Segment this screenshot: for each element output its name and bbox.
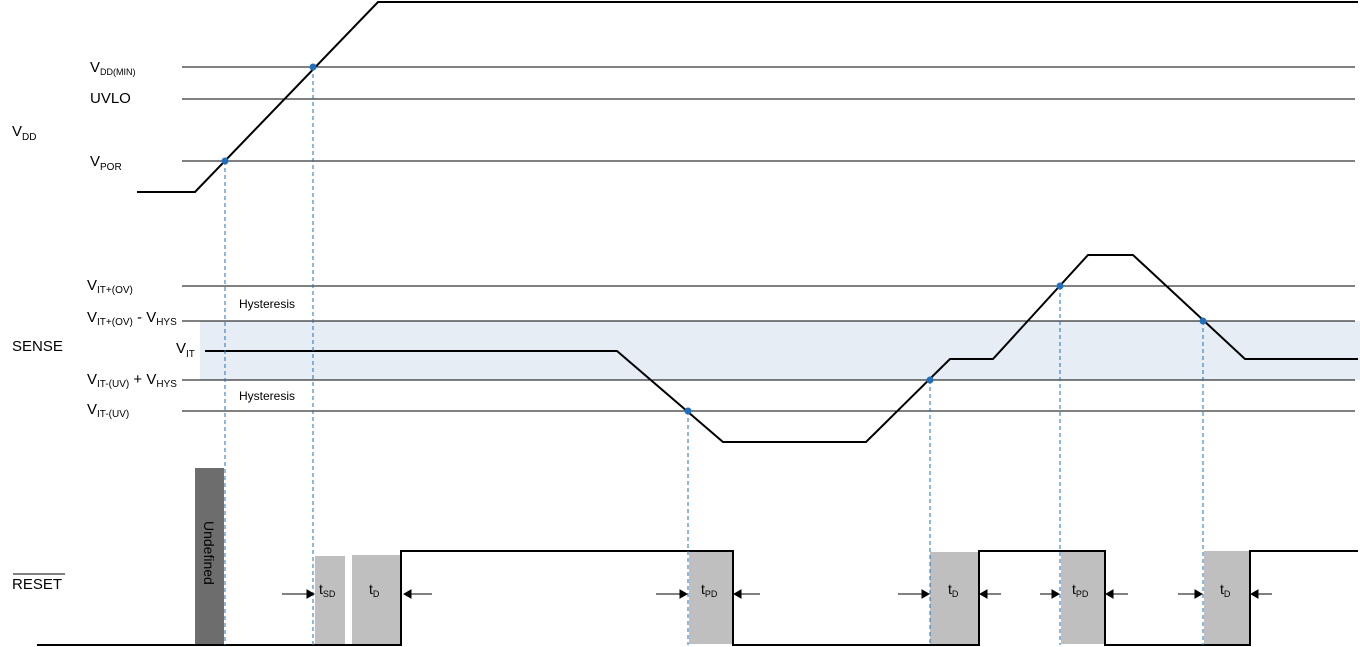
marker-dot-vit-uv <box>684 407 692 415</box>
t-pd-block-1 <box>689 551 733 644</box>
t-d-block-1 <box>352 555 400 644</box>
vpor-label: VPOR <box>90 153 122 173</box>
reset-waveform <box>37 550 1358 646</box>
t-d-block-3 <box>1204 551 1250 644</box>
marker-dot-vdd-min <box>309 63 317 71</box>
vdd-waveform <box>137 0 1358 193</box>
t-sd-label: tSD <box>319 581 336 599</box>
sense-group-label: SENSE <box>12 338 63 355</box>
hysteresis-lower-label: Hysteresis <box>239 389 295 403</box>
t-pd-block-2 <box>1061 551 1105 644</box>
t-d-block-2 <box>930 552 978 644</box>
t-d-label-3: tD <box>1220 581 1231 599</box>
t-pd-label-1: tPD <box>701 581 718 599</box>
marker-dot-vpor <box>221 157 229 165</box>
vdd-min-label: VDD(MIN) <box>90 59 136 77</box>
marker-dot-vit-ov-hys <box>1199 317 1207 325</box>
undefined-block <box>195 468 224 644</box>
uvlo-label: UVLO <box>90 90 131 107</box>
marker-dot-vit-ov <box>1056 282 1064 290</box>
vit-minus-uv-label: VIT-(UV) <box>87 401 129 420</box>
t-d-label-2: tD <box>948 581 959 599</box>
t-sd-block <box>315 556 345 644</box>
vit-plus-ov-minus-hys-label: VIT+(OV) - VHYS <box>87 309 177 328</box>
vit-plus-ov-label: VIT+(OV) <box>87 277 133 296</box>
marker-dot-vit-uv-hys <box>926 376 934 384</box>
vdd-group-label: VDD <box>12 123 36 143</box>
timing-arrows <box>282 589 1272 599</box>
reset-group-label: RESET <box>12 576 62 593</box>
sense-waveform <box>205 254 1358 443</box>
vit-minus-uv-plus-hys-label: VIT-(UV) + VHYS <box>87 371 177 390</box>
hysteresis-upper-label: Hysteresis <box>239 297 295 311</box>
undefined-label: Undefined <box>201 521 217 585</box>
vit-label: VIT <box>176 340 195 360</box>
t-pd-label-2: tPD <box>1072 581 1089 599</box>
t-d-label-1: tD <box>369 581 380 599</box>
